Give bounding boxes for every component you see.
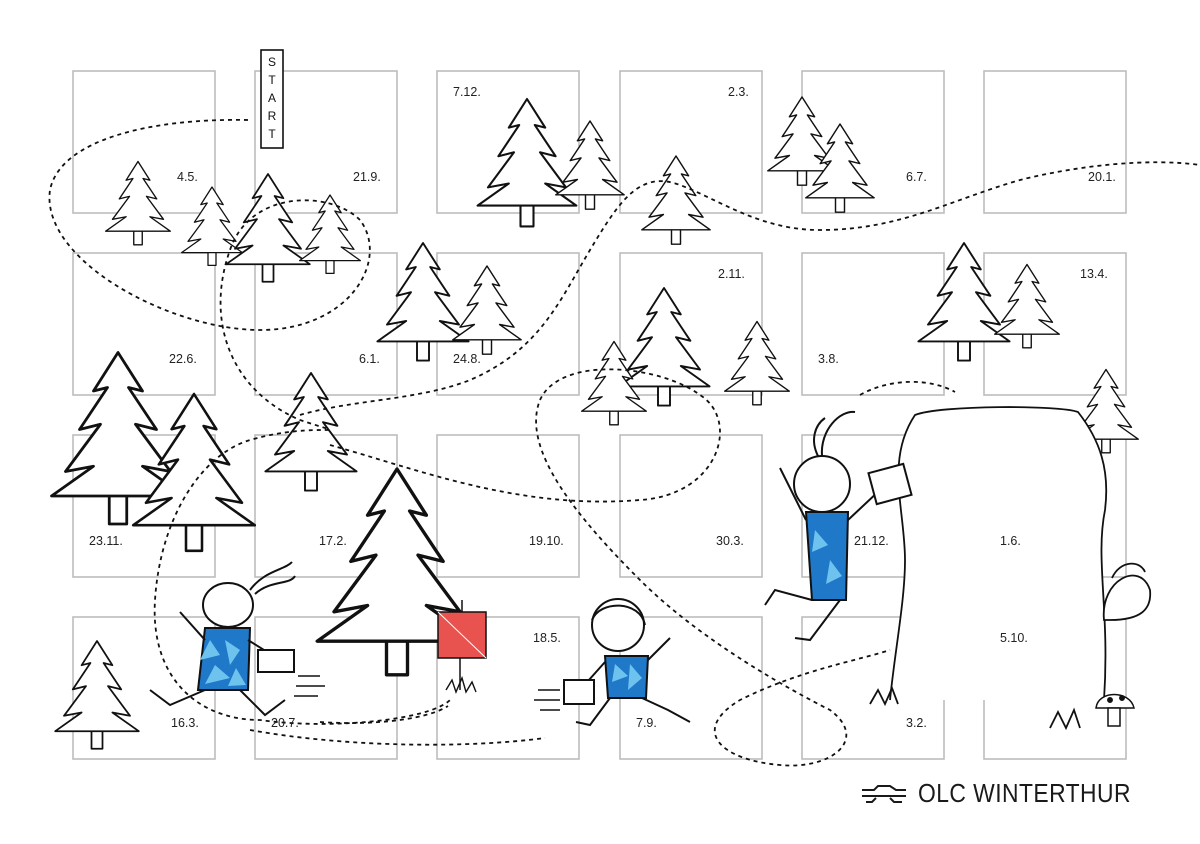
club-name: OLC WINTERTHUR — [918, 778, 1131, 808]
tree-icon — [724, 320, 790, 406]
calendar-date: 2.11. — [718, 267, 745, 281]
calendar-date: 16.3. — [171, 716, 199, 730]
runner-boy-icon — [534, 598, 691, 727]
calendar-date: 6.7. — [906, 170, 927, 184]
calendar-date: 17.2. — [319, 534, 347, 548]
start-letter: T — [268, 73, 276, 87]
tree-icon — [617, 287, 711, 407]
calendar-cell — [436, 434, 580, 578]
tree-icon — [555, 120, 625, 210]
calendar-date: 24.8. — [453, 352, 481, 366]
start-letter: T — [268, 127, 276, 141]
calendar-date: 5.10. — [1000, 631, 1028, 645]
start-letter: A — [268, 91, 276, 105]
calendar-date: 21.9. — [353, 170, 381, 184]
mushroom-icon — [1095, 693, 1135, 727]
tree-icon — [105, 160, 171, 246]
tree-icon — [376, 242, 470, 362]
calendar-date: 19.10. — [529, 534, 564, 548]
calendar-cell — [801, 252, 945, 396]
tree-icon — [225, 173, 311, 283]
tree-icon — [994, 263, 1060, 349]
orienteering-route — [48, 119, 1200, 767]
tree-icon — [264, 372, 358, 492]
calendar-cell — [254, 252, 398, 396]
start-letter: R — [268, 109, 277, 123]
calendar-date: 1.6. — [1000, 534, 1021, 548]
calendar-date: 18.5. — [533, 631, 561, 645]
calendar-date: 20.7. — [271, 716, 299, 730]
tree-icon — [476, 97, 578, 228]
rock-cliff — [869, 406, 1108, 731]
calendar-date: 3.2. — [906, 716, 927, 730]
tree-icon — [54, 640, 140, 750]
calendar-date: 4.5. — [177, 170, 198, 184]
calendar-date: 13.4. — [1080, 267, 1108, 281]
calendar-cell — [619, 252, 763, 396]
calendar-date: 7.9. — [636, 716, 657, 730]
peeking-kid-icon — [1103, 562, 1152, 621]
calendar-date: 2.3. — [728, 85, 749, 99]
tree-icon — [641, 155, 711, 245]
start-letter: S — [268, 55, 276, 69]
calendar-date: 6.1. — [359, 352, 380, 366]
calendar-cell — [254, 616, 398, 760]
calendar-date: 21.12. — [854, 534, 889, 548]
calendar-cell — [72, 252, 216, 396]
calendar-date: 3.8. — [818, 352, 839, 366]
calendar-date: 30.3. — [716, 534, 744, 548]
climber-icon — [764, 410, 913, 642]
tree-icon — [298, 194, 362, 275]
calendar-date: 7.12. — [453, 85, 481, 99]
calendar-cell — [619, 434, 763, 578]
calendar-date: 20.1. — [1088, 170, 1116, 184]
club-logo: OLC WINTERTHUR — [860, 778, 1160, 809]
calendar-cell — [436, 70, 580, 214]
calendar-cell — [983, 70, 1127, 214]
calendar-date: 22.6. — [169, 352, 197, 366]
tree-icon — [917, 242, 1011, 362]
runner-girl-icon — [149, 561, 325, 717]
calendar-date: 23.11. — [89, 534, 123, 548]
control-flag-icon — [437, 600, 487, 694]
lion-logo-icon — [862, 784, 907, 803]
